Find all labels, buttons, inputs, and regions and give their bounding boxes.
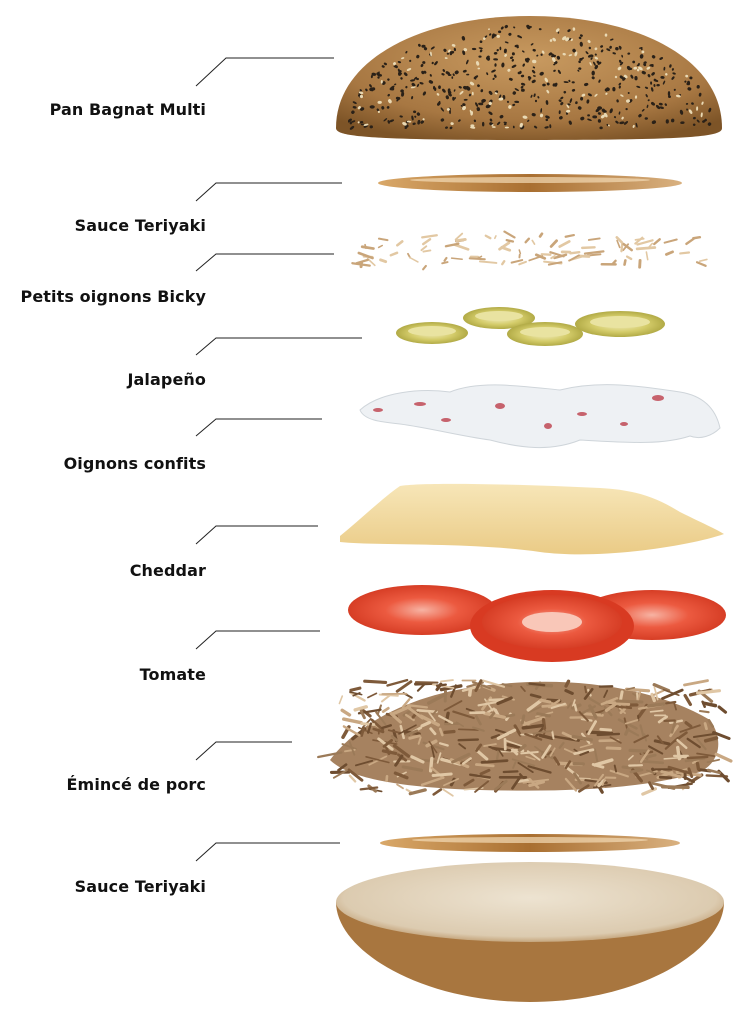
label-pork: Émincé de porc [67,775,206,794]
leader-line-sauce-bottom [196,843,340,861]
leader-line-pork [196,742,292,760]
jalapeno-illustration [396,307,665,346]
label-cheddar: Cheddar [130,561,206,580]
label-sauce-bottom: Sauce Teriyaki [75,877,206,896]
bun-bottom-illustration [336,862,724,1002]
label-jalapeno: Jalapeño [127,370,206,389]
pork-illustration [318,680,731,796]
label-sauce-top: Sauce Teriyaki [75,216,206,235]
tomato-illustration [348,585,726,662]
label-tomato: Tomate [140,665,206,684]
leader-line-fried-onions [196,254,334,271]
label-bun-top: Pan Bagnat Multi [50,100,206,119]
sauce-top-illustration [378,174,682,192]
leader-line-tomato [196,631,320,649]
onion-confit-illustration [360,385,720,448]
leader-line-sauce-top [196,183,342,201]
leader-lines [196,58,362,861]
fried-onions-illustration [352,232,706,270]
leader-line-cheddar [196,526,318,544]
label-onion-confit: Oignons confits [64,454,206,473]
label-fried-onions: Petits oignons Bicky [21,287,206,306]
leader-line-onion-confit [196,419,322,436]
sauce-bottom-illustration [380,834,680,852]
cheddar-illustration [340,484,724,555]
leader-line-bun-top [196,58,334,86]
bun-top-illustration [336,16,722,140]
leader-line-jalapeno [196,338,362,355]
